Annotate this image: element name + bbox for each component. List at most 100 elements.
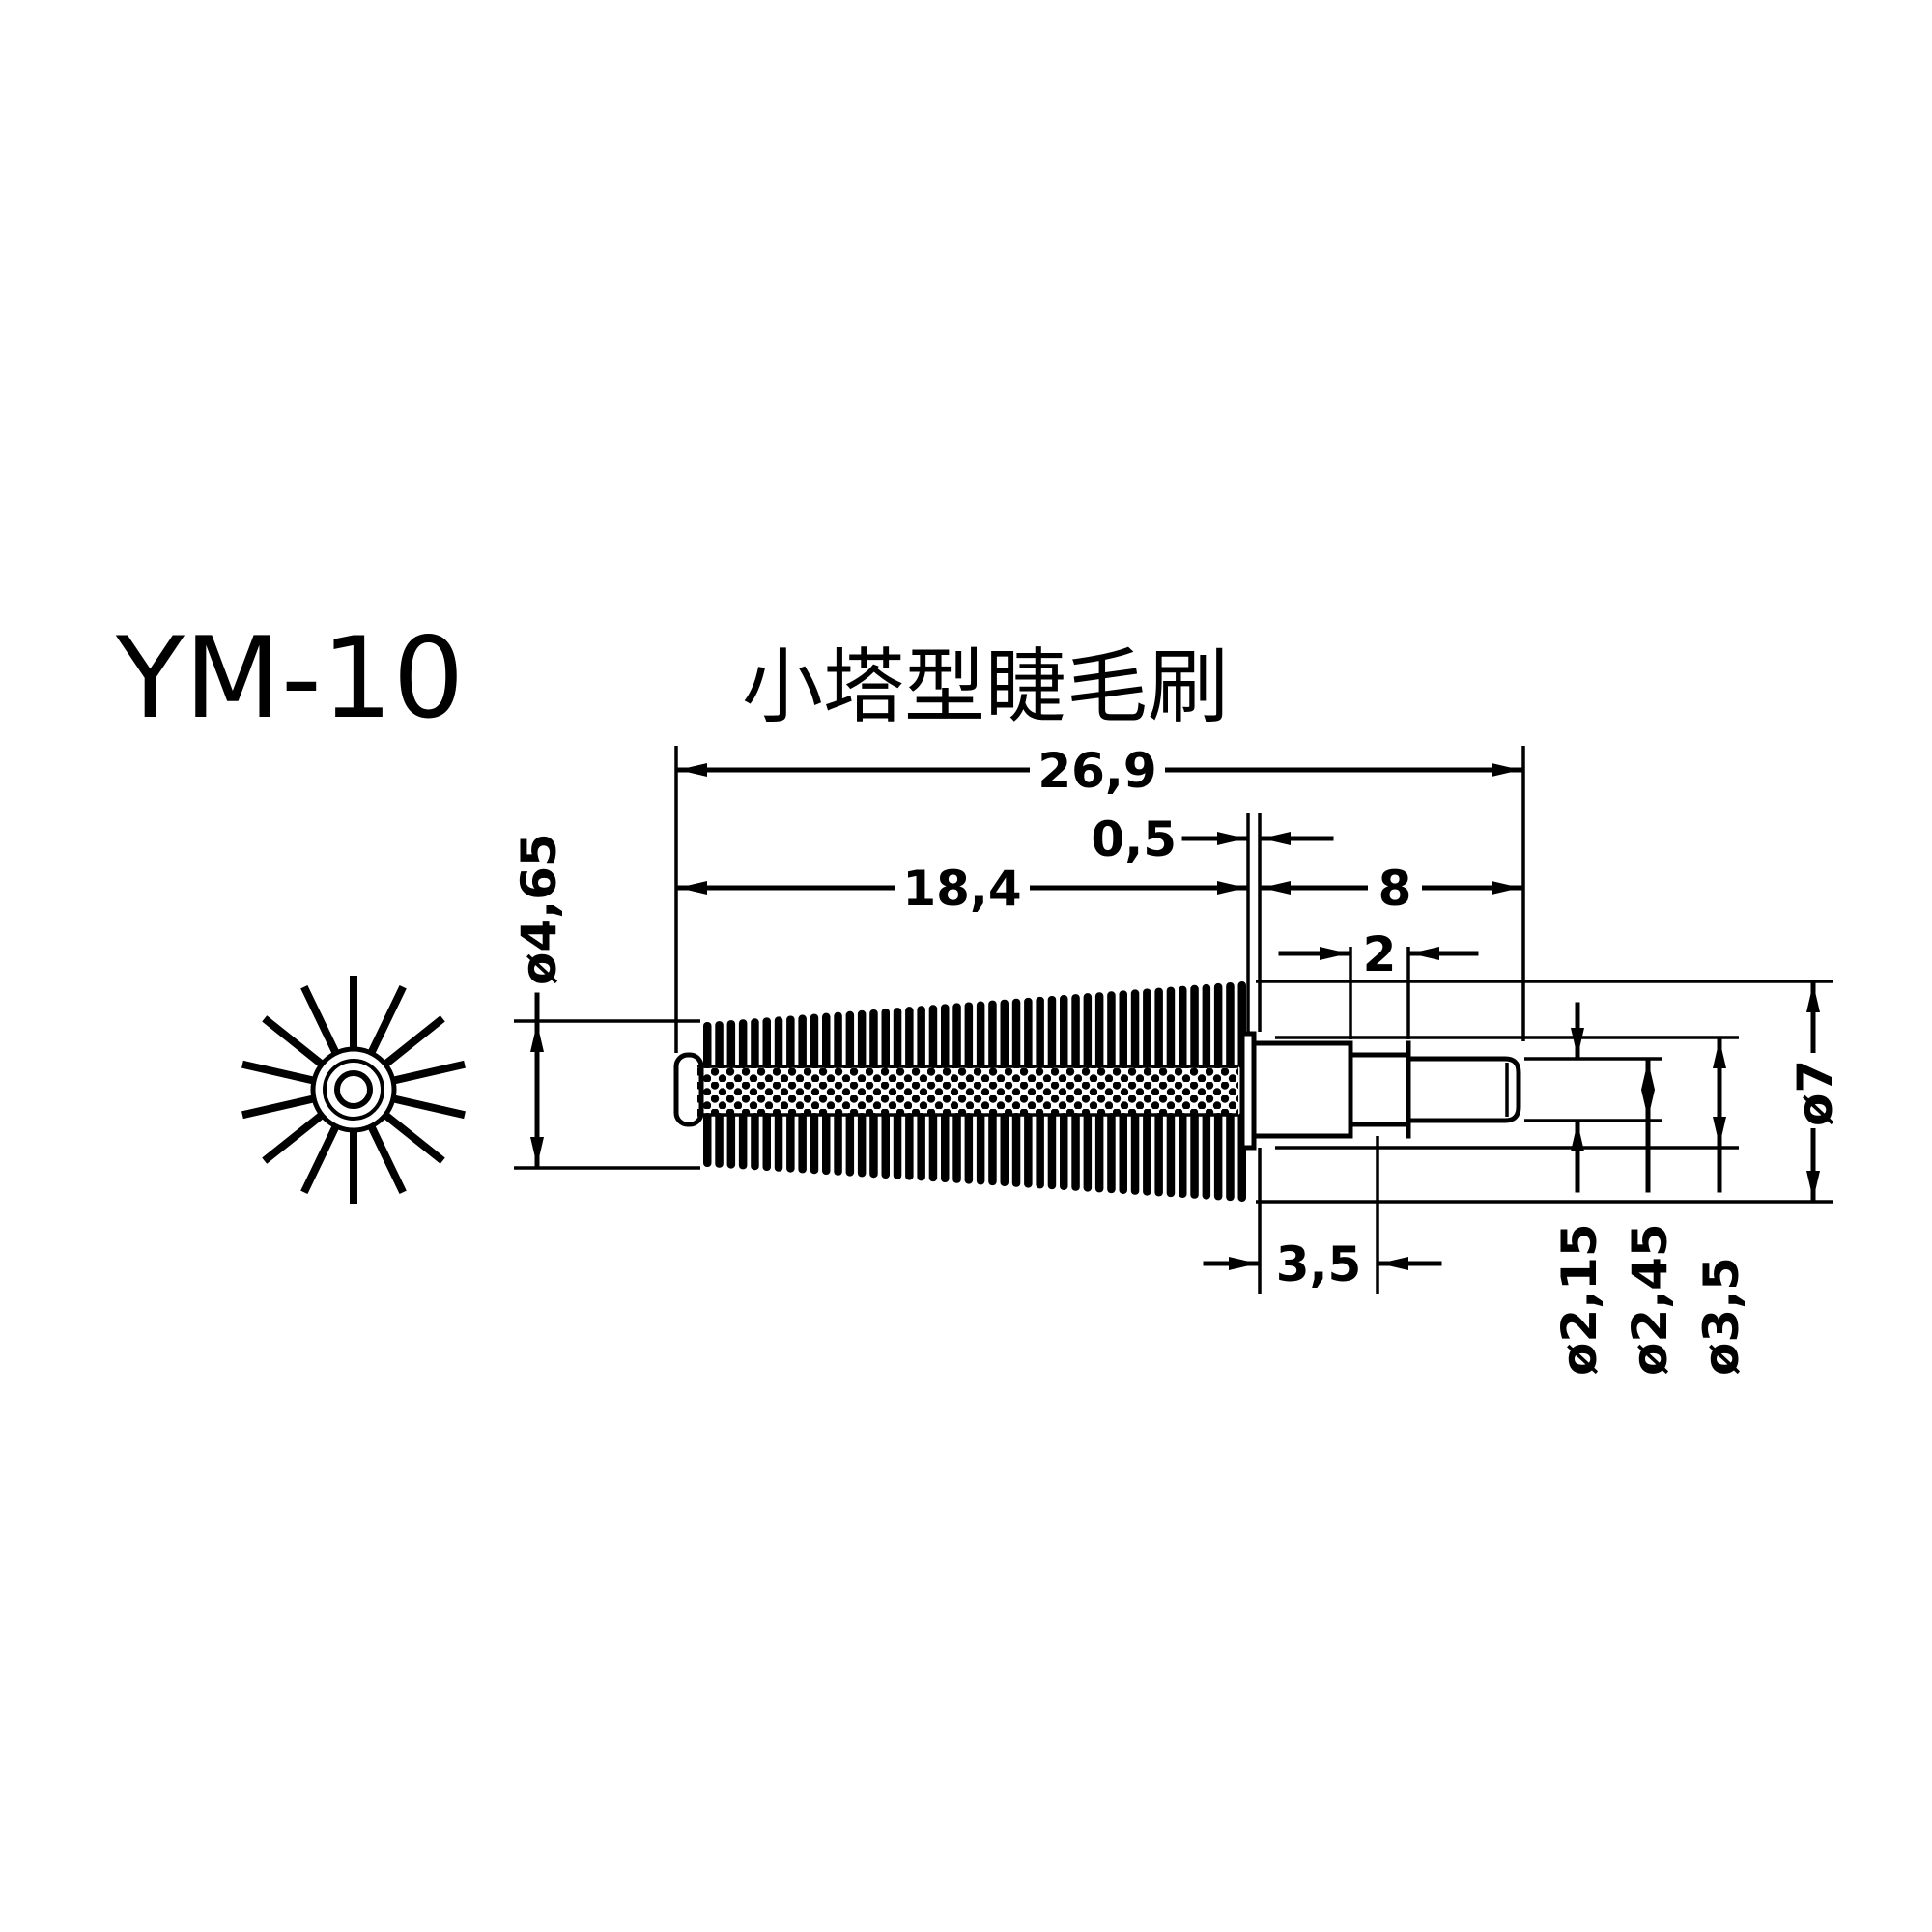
bristle-bottom <box>1036 1113 1044 1189</box>
bristle-bottom <box>1166 1113 1176 1198</box>
dim-core-dia-c: ø3,5 <box>1693 1257 1749 1376</box>
extension-lines <box>514 746 1833 1294</box>
bristle-top <box>798 1014 807 1068</box>
bristle-top <box>810 1013 819 1068</box>
bristle-spoke <box>300 1122 341 1195</box>
shank-end <box>1406 1056 1521 1123</box>
bristle-top <box>1107 991 1116 1068</box>
bristle-spoke <box>300 984 341 1057</box>
bristle-bottom <box>786 1113 795 1173</box>
bristle-bottom <box>822 1113 831 1175</box>
bristle-bottom <box>774 1113 783 1172</box>
bristle-top <box>1202 983 1211 1068</box>
bristle-spoke <box>381 1015 445 1069</box>
dim-core-dia-a: ø2,15 <box>1551 1223 1607 1376</box>
bristle-bottom <box>1119 1113 1127 1194</box>
bristle-bottom <box>1047 1113 1057 1190</box>
bristle-spoke <box>390 1094 466 1120</box>
bristle-bottom <box>976 1113 985 1185</box>
bristle-bottom <box>762 1113 771 1171</box>
dim-bristle-base-dia: ø7 <box>1787 1060 1843 1126</box>
bristle-top <box>1226 981 1235 1068</box>
bristle-bottom <box>810 1113 819 1175</box>
bristle-spoke <box>262 1110 327 1164</box>
bristle-top <box>1143 988 1151 1068</box>
bristle-top <box>857 1009 867 1068</box>
bristle-spoke <box>242 1094 317 1120</box>
bristle-top <box>976 1001 985 1068</box>
bristle-bottom <box>857 1113 867 1178</box>
bristle-bottom <box>715 1113 724 1168</box>
bristle-bottom <box>726 1113 736 1169</box>
end-view-hole <box>334 1070 373 1109</box>
bristle-top <box>1071 994 1080 1068</box>
bristle-bottom <box>1024 1113 1033 1188</box>
product-name: 小塔型睫毛刷 <box>742 639 1229 734</box>
bristle-top <box>905 1007 914 1068</box>
dim-collar-width: 0,5 <box>1091 811 1177 867</box>
bristle-top <box>952 1003 961 1068</box>
bristle-top <box>1130 989 1140 1068</box>
bristle-spoke <box>390 1060 466 1085</box>
bristle-bottom <box>751 1113 759 1171</box>
bristle-top <box>1190 984 1199 1068</box>
bristle-bottom <box>964 1113 974 1184</box>
bristle-top <box>917 1006 925 1068</box>
bristle-bottom <box>1130 1113 1140 1195</box>
bristle-top <box>786 1015 795 1068</box>
twisted-wire-core <box>697 1066 1238 1115</box>
bristle-top <box>1000 999 1009 1068</box>
bristle-bottom <box>952 1113 961 1183</box>
bristle-bottom <box>905 1113 914 1180</box>
bristle-bottom <box>941 1113 950 1182</box>
bristle-top <box>1024 997 1033 1068</box>
bristle-bottom <box>928 1113 938 1182</box>
bristle-top <box>1060 995 1068 1068</box>
bristle-bottom <box>1202 1113 1211 1200</box>
bristle-top <box>1119 990 1127 1068</box>
collar <box>1239 1031 1257 1151</box>
bristle-bottom <box>1179 1113 1187 1198</box>
bristle-bottom <box>1213 1113 1223 1201</box>
bristle-bottom <box>834 1113 842 1176</box>
brush-side-view <box>673 981 1521 1202</box>
bristle-bottom <box>917 1113 925 1181</box>
dimension-labels: 26,9 18,4 0,5 8 2 3,5 ø4,65 ø7 ø2,15 ø2,… <box>511 743 1843 1376</box>
bristle-bottom <box>1190 1113 1199 1199</box>
bristle-top <box>1047 995 1057 1068</box>
bristle-bottom <box>798 1113 807 1174</box>
bristle-bottom <box>845 1113 855 1177</box>
bristle-top <box>1094 992 1104 1068</box>
bristle-top <box>964 1002 974 1068</box>
model-code: YM-10 <box>115 613 464 744</box>
bristle-bottom <box>988 1113 997 1186</box>
dim-bristle-tip-dia: ø4,65 <box>511 833 567 985</box>
bristle-top <box>762 1017 771 1068</box>
dim-core-dia-b: ø2,45 <box>1622 1223 1678 1376</box>
dim-groove-width: 2 <box>1363 926 1397 982</box>
bristle-spoke <box>242 1060 317 1085</box>
bristle-bottom <box>1083 1113 1093 1192</box>
bristle-top <box>1036 996 1044 1068</box>
bristle-bottom <box>1011 1113 1021 1187</box>
bristle-top <box>1213 982 1223 1068</box>
bristle-top <box>822 1012 831 1068</box>
bristle-bottom <box>1154 1113 1163 1197</box>
dim-handle-length: 8 <box>1378 861 1412 917</box>
bristle-top <box>1011 998 1021 1068</box>
bristle-bottom <box>1060 1113 1068 1190</box>
bristle-bottom <box>1094 1113 1104 1193</box>
shank-step <box>1251 1040 1353 1139</box>
bristle-top <box>738 1019 748 1068</box>
bristle-bottom <box>1226 1113 1235 1202</box>
bristle-bottom <box>893 1113 902 1179</box>
bristle-spoke <box>366 984 407 1057</box>
bristle-top <box>751 1018 759 1068</box>
bristle-bottom <box>881 1113 890 1179</box>
bristle-top <box>988 1000 997 1068</box>
bristle-bottom <box>869 1113 878 1179</box>
bristle-bottom <box>703 1113 712 1167</box>
bristle-spoke <box>366 1122 407 1195</box>
dim-bristle-length: 18,4 <box>902 861 1021 917</box>
